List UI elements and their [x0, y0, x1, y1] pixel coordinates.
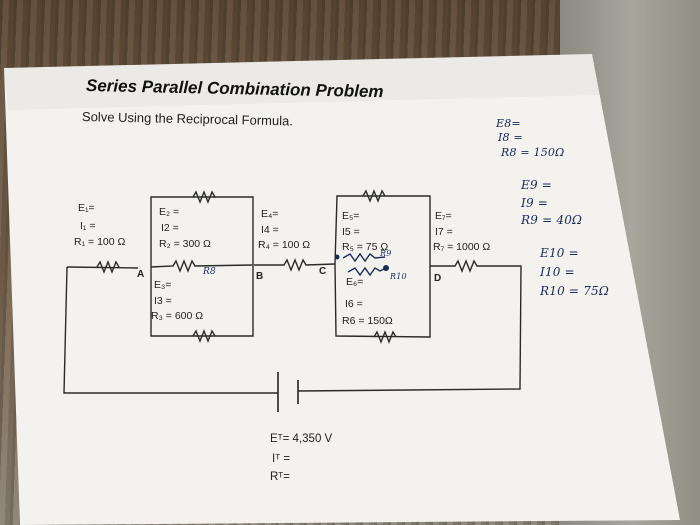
r7-current-label: I7 = [435, 226, 453, 238]
r4-current-label: I4 = [261, 224, 279, 236]
r10-handwritten-tag: R10 [390, 272, 407, 281]
r3-resistance-label: R₃ = 600 Ω [151, 310, 204, 322]
r5-voltage-label: E₅= [342, 210, 360, 222]
battery-symbol [277, 372, 299, 412]
r5-current-label: I5 = [342, 226, 360, 238]
r9-handwritten-tag: R9 [380, 249, 392, 258]
r9-resistance-note: R9 = 40Ω [521, 213, 583, 227]
r6-voltage-label: E₆= [346, 276, 364, 288]
r2-voltage-label: E₂ = [159, 206, 180, 218]
r8-resistor [150, 259, 254, 273]
r3-current-label: I3 = [154, 295, 172, 307]
node-b-label: B [256, 271, 264, 282]
wire-r5-loop [334, 195, 431, 266]
total-resistance-label: Rᵀ= [270, 471, 290, 483]
r4-voltage-label: E₄= [261, 208, 279, 220]
r6-resistance-label: R6 = 150Ω [342, 315, 393, 327]
r1-resistance-label: R₁ = 100 Ω [74, 236, 126, 248]
node-c-label: C [319, 266, 327, 277]
r5-resistance-label: R₅ = 75 Ω [342, 241, 389, 253]
r7-voltage-label: E₇= [435, 210, 452, 222]
r1-current-label: I₁ = [80, 220, 96, 232]
total-current-label: Iᵀ = [272, 453, 291, 465]
r6-current-label: I6 = [345, 298, 363, 310]
r8-handwritten-tag: R8 [203, 267, 216, 277]
r8-voltage-note: E8= [496, 117, 521, 130]
r1-voltage-label: E₁= [78, 202, 95, 214]
r7-resistance-label: R₇ = 1000 Ω [433, 241, 491, 253]
r9-voltage-note: E9 = [521, 178, 553, 192]
r10-current-note: I10 = [540, 265, 575, 279]
r4-resistor [253, 258, 336, 272]
r2-resistance-label: R₂ = 300 Ω [159, 238, 211, 250]
r2-current-label: I2 = [161, 222, 179, 234]
r10-voltage-note: E10 = [540, 246, 579, 260]
r9-resistor [342, 252, 386, 263]
node-d-label: D [434, 273, 442, 284]
r8-resistance-note: R8 = 150Ω [501, 146, 565, 159]
node-a-label: A [137, 269, 145, 280]
r7-resistor [430, 259, 482, 273]
r8-current-note: I8 = [498, 131, 523, 144]
r1-resistor [96, 260, 120, 274]
wire-right-side [297, 265, 522, 392]
r9-current-note: I9 = [521, 196, 549, 210]
paper-sheet [4, 54, 680, 525]
r10-resistor [347, 266, 387, 277]
total-voltage-label: Eᵀ= 4,350 V [270, 433, 333, 445]
r3-voltage-label: E₃= [154, 279, 172, 291]
wire-left-side [63, 266, 278, 394]
r4-resistance-label: R₄ = 100 Ω [258, 239, 311, 251]
r10-resistance-note: R10 = 75Ω [540, 284, 610, 298]
